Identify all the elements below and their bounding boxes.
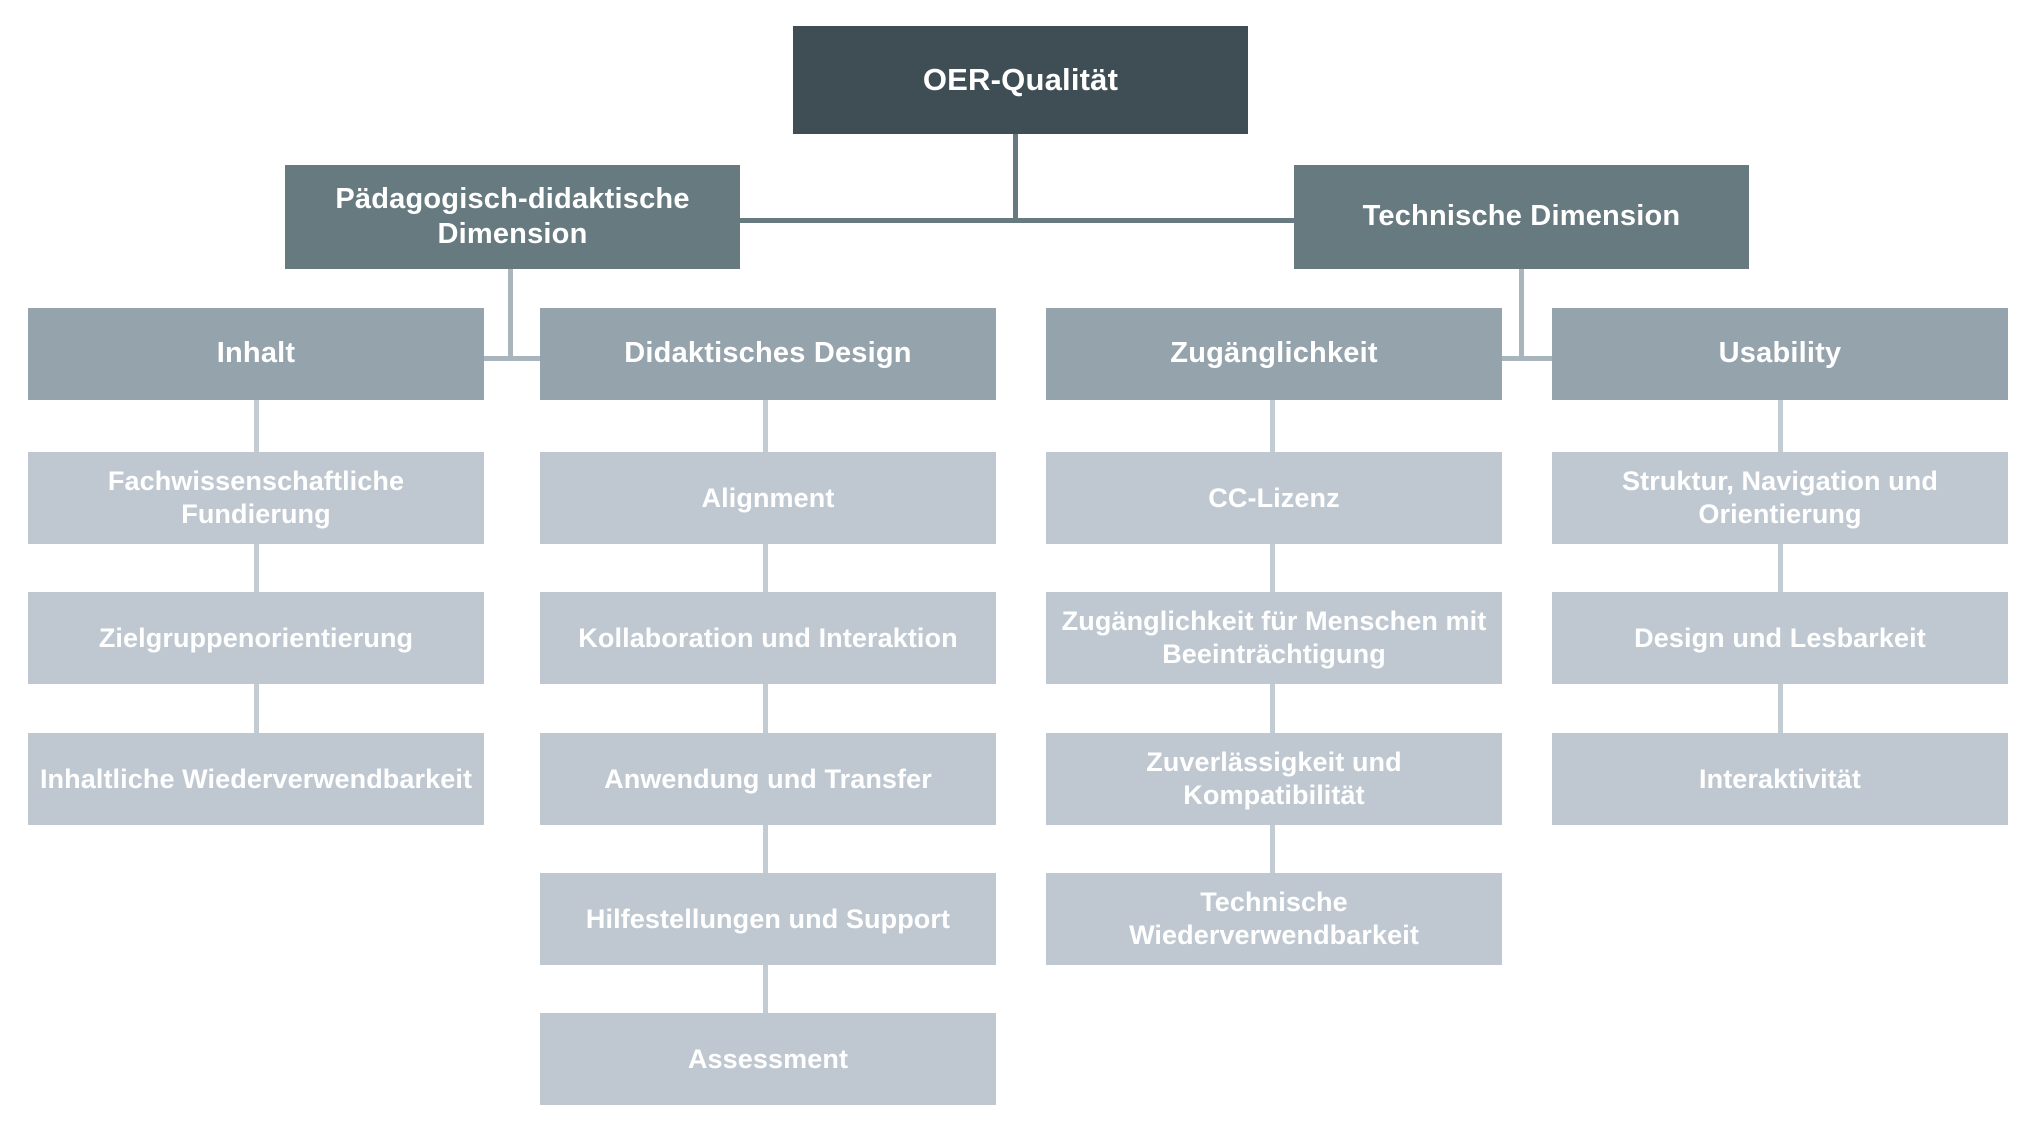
node-category-label: Zugänglichkeit [1170,337,1378,370]
node-criterion-alignment[interactable]: Alignment [540,452,996,544]
connector-categories-right-horizontal [1494,356,1554,361]
node-criterion-label: Kollaboration und Interaktion [578,622,958,653]
node-criterion-label: Inhaltliche Wiederverwendbarkeit [39,763,473,794]
node-criterion-struktur-navigation-und-orientierung[interactable]: Struktur, Navigation und Orientierung [1552,452,2008,544]
node-criterion-label: Alignment [701,482,835,513]
node-criterion-kollaboration-und-interaktion[interactable]: Kollaboration und Interaktion [540,592,996,684]
node-criterion-label: Hilfestellungen und Support [585,903,951,934]
node-category-label: Inhalt [216,337,296,370]
node-criterion-label: Struktur, Navigation und Orientierung [1622,466,1938,529]
node-criterion-label: Assessment [687,1043,849,1074]
node-dimension-label: Technische Dimension [1362,200,1681,233]
node-criterion-label: Design und Lesbarkeit [1634,622,1926,653]
connector-categories-left-horizontal [483,356,543,361]
connector-dimension-left-vertical [508,268,513,360]
node-category-zugaenglichkeit[interactable]: Zugänglichkeit [1046,308,1502,400]
node-criterion-technische-wiederverwendbarkeit[interactable]: Technische Wiederverwendbarkeit [1046,873,1502,965]
node-category-label: Didaktisches Design [624,337,912,370]
node-criterion-interaktivitaet[interactable]: Interaktivität [1552,733,2008,825]
node-category-inhalt[interactable]: Inhalt [28,308,484,400]
node-criterion-label: Interaktivität [1699,763,1861,794]
node-criterion-zuverlaessigkeit-und-kompatibilitaet[interactable]: Zuverlässigkeit und Kompatibilität [1046,733,1502,825]
node-criterion-hilfestellungen-und-support[interactable]: Hilfestellungen und Support [540,873,996,965]
node-criterion-label: Zugänglichkeit für Menschen mit Beeinträ… [1061,606,1487,669]
connector-dimension-right-vertical [1519,268,1524,360]
node-criterion-cc-lizenz[interactable]: CC-Lizenz [1046,452,1502,544]
node-dimension-paedagogisch-didaktisch[interactable]: Pädagogisch-didaktische Dimension [285,165,740,269]
node-criterion-label: Zuverlässigkeit und Kompatibilität [1146,747,1402,810]
node-dimension-technisch[interactable]: Technische Dimension [1294,165,1749,269]
node-criterion-zugaenglichkeit-fuer-menschen-mit-beeintraechtigung[interactable]: Zugänglichkeit für Menschen mit Beeinträ… [1046,592,1502,684]
node-criterion-label: Zielgruppenorientierung [98,622,414,653]
node-category-label: Usability [1718,337,1842,370]
node-root-label: OER-Qualität [922,62,1119,98]
node-criterion-assessment[interactable]: Assessment [540,1013,996,1105]
connector-dimension-horizontal [737,218,1297,223]
node-criterion-fachwissenschaftliche-fundierung[interactable]: Fachwissenschaftliche Fundierung [28,452,484,544]
node-root-oer-qualitaet[interactable]: OER-Qualität [793,26,1248,134]
node-criterion-zielgruppenorientierung[interactable]: Zielgruppenorientierung [28,592,484,684]
node-category-didaktisches-design[interactable]: Didaktisches Design [540,308,996,400]
node-criterion-design-und-lesbarkeit[interactable]: Design und Lesbarkeit [1552,592,2008,684]
node-criterion-label: Fachwissenschaftliche Fundierung [107,466,405,529]
node-criterion-label: Technische Wiederverwendbarkeit [1129,887,1419,950]
connector-root-vertical [1013,133,1018,223]
node-category-usability[interactable]: Usability [1552,308,2008,400]
node-dimension-label: Pädagogisch-didaktische Dimension [335,182,690,250]
node-criterion-inhaltliche-wiederverwendbarkeit[interactable]: Inhaltliche Wiederverwendbarkeit [28,733,484,825]
node-criterion-anwendung-und-transfer[interactable]: Anwendung und Transfer [540,733,996,825]
node-criterion-label: Anwendung und Transfer [604,763,932,794]
node-criterion-label: CC-Lizenz [1208,482,1340,513]
